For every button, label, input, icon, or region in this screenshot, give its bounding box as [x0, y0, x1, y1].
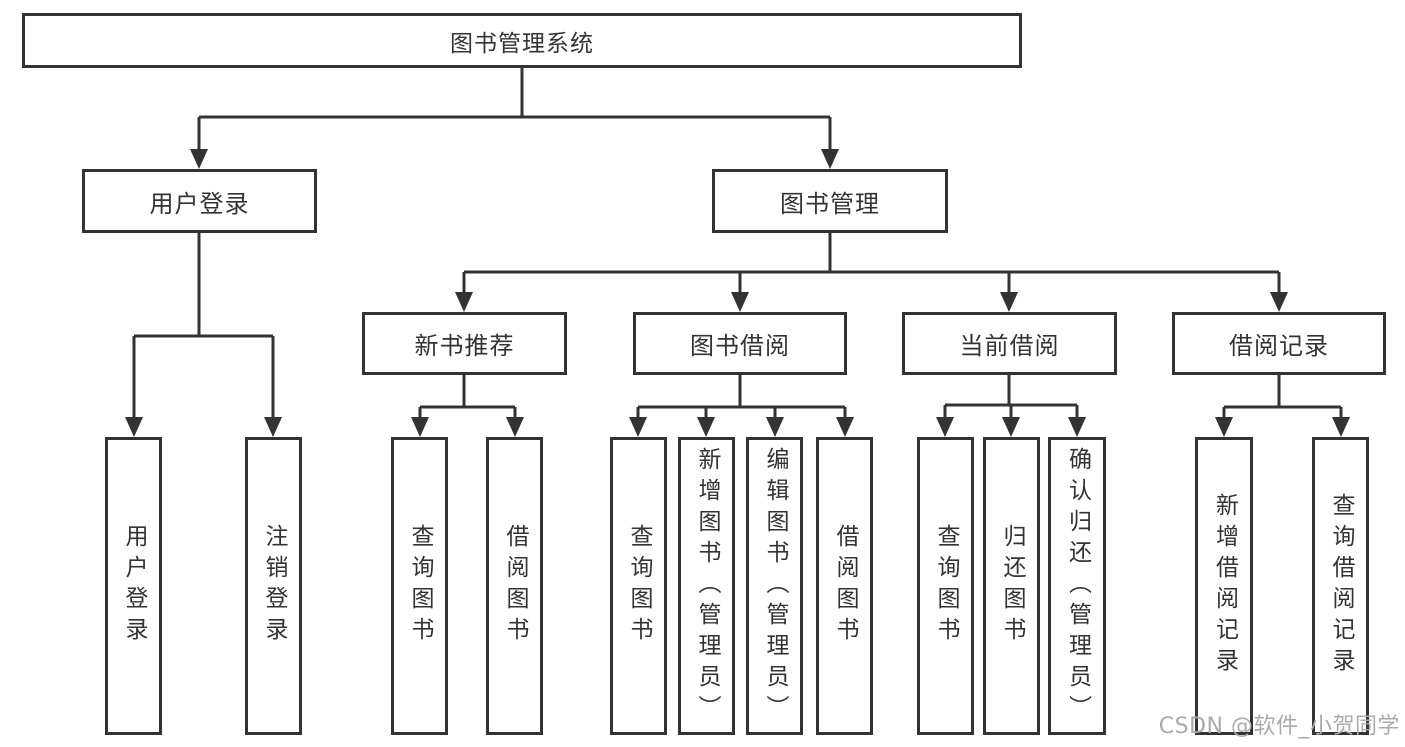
leaf-return-books-label: 归还图书	[999, 524, 1025, 648]
leaf-borrow-books: 借阅图书	[816, 437, 873, 735]
leaf-return-books: 归还图书	[983, 437, 1040, 735]
leaf-logout-login: 注销登录	[245, 437, 302, 735]
arrowhead-book-management	[821, 149, 839, 169]
arrowhead-leaf-edit-books-admin	[766, 417, 784, 437]
connector-borrowing-records-children	[1222, 375, 1343, 420]
node-root-label: 图书管理系统	[450, 30, 594, 57]
arrowhead-leaf-borrow-books-recommend	[506, 417, 524, 437]
connector-book-borrowing-children	[636, 375, 847, 420]
arrowhead-borrowing-records	[1270, 292, 1288, 312]
connector-current-borrowing-children	[943, 375, 1079, 420]
leaf-query-books-current: 查询图书	[917, 437, 974, 735]
node-current-borrowing-label: 当前借阅	[959, 332, 1060, 360]
leaf-borrow-books-label: 借阅图书	[832, 524, 858, 648]
node-new-book-recommendation: 新书推荐	[362, 312, 567, 375]
leaf-edit-books-admin: 编辑图书（管理员）	[746, 437, 803, 735]
node-new-book-recommendation-label: 新书推荐	[414, 332, 515, 360]
arrowhead-leaf-add-borrow-record	[1215, 417, 1233, 437]
arrowhead-leaf-confirm-return-admin	[1068, 417, 1086, 437]
node-current-borrowing: 当前借阅	[902, 312, 1117, 375]
leaf-query-books-borrow-label: 查询图书	[626, 524, 652, 648]
arrowhead-leaf-user-login	[125, 417, 143, 437]
leaf-query-borrow-record: 查询借阅记录	[1312, 437, 1369, 735]
watermark: CSDN @软件_小贺同学	[1158, 714, 1400, 739]
connector-root-to-level2	[197, 68, 832, 152]
leaf-borrow-books-recommend: 借阅图书	[486, 437, 543, 735]
leaf-confirm-return-admin-label: 确认归还（管理员）	[1064, 446, 1091, 726]
leaf-borrow-books-recommend-label: 借阅图书	[502, 524, 528, 648]
arrowhead-leaf-borrow-books	[836, 417, 854, 437]
node-root: 图书管理系统	[22, 13, 1022, 68]
leaf-confirm-return-admin: 确认归还（管理员）	[1048, 437, 1106, 735]
arrowhead-new-book-recommendation	[455, 292, 473, 312]
leaf-logout-login-label: 注销登录	[261, 524, 287, 648]
arrowhead-book-borrowing	[731, 292, 749, 312]
node-book-borrowing: 图书借阅	[633, 312, 847, 375]
leaf-query-books-recommend: 查询图书	[391, 437, 448, 735]
arrowhead-leaf-return-books	[1002, 417, 1020, 437]
node-user-login-label: 用户登录	[149, 189, 250, 218]
leaf-query-borrow-record-label: 查询借阅记录	[1328, 493, 1354, 679]
arrowhead-leaf-query-borrow-record	[1332, 417, 1350, 437]
connector-new-book-recommendation-children	[418, 375, 517, 420]
node-book-borrowing-label: 图书借阅	[690, 332, 790, 360]
leaf-add-books-admin-label: 新增图书（管理员）	[694, 446, 720, 726]
leaf-query-books-recommend-label: 查询图书	[407, 524, 433, 648]
arrowhead-leaf-logout-login	[264, 417, 282, 437]
node-book-management: 图书管理	[712, 169, 948, 233]
leaf-add-books-admin: 新增图书（管理员）	[678, 437, 735, 735]
node-borrowing-records: 借阅记录	[1172, 312, 1386, 375]
arrowhead-leaf-add-books-admin	[697, 417, 715, 437]
connector-book-management-to-level3	[462, 233, 1281, 295]
arrowhead-current-borrowing	[1000, 292, 1018, 312]
arrowhead-user-login	[190, 149, 208, 169]
leaf-add-borrow-record: 新增借阅记录	[1195, 437, 1253, 735]
node-borrowing-records-label: 借阅记录	[1229, 332, 1329, 360]
connector-user-login-children	[132, 233, 275, 420]
node-book-management-label: 图书管理	[780, 189, 880, 218]
arrowhead-leaf-query-books-current	[936, 417, 954, 437]
node-user-login: 用户登录	[82, 169, 317, 233]
leaf-edit-books-admin-label: 编辑图书（管理员）	[762, 446, 788, 726]
arrowhead-leaf-query-books-borrow	[629, 417, 647, 437]
leaf-add-borrow-record-label: 新增借阅记录	[1211, 493, 1238, 679]
leaf-query-books-borrow: 查询图书	[610, 437, 667, 735]
leaf-query-books-current-label: 查询图书	[933, 524, 959, 648]
leaf-user-login-label: 用户登录	[121, 524, 147, 648]
arrowhead-leaf-query-books-recommend	[411, 417, 429, 437]
leaf-user-login: 用户登录	[105, 437, 162, 735]
